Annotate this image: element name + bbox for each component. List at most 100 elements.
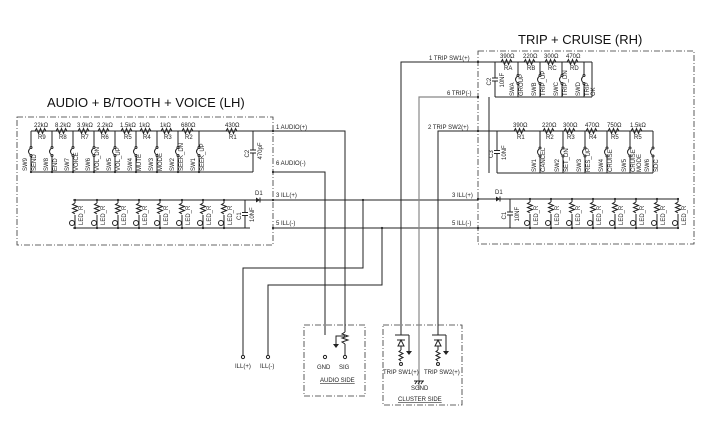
resistor: [139, 127, 152, 135]
led-icon: [630, 220, 636, 226]
junction: [29, 170, 33, 174]
resistor-value: 3.9kΩ: [77, 123, 93, 129]
c3-value: 10NF: [502, 145, 508, 160]
junction: [613, 226, 617, 230]
led-icon: [218, 220, 224, 226]
resistor: [568, 201, 576, 214]
led-icon: [651, 220, 657, 226]
led-icon: [154, 220, 160, 226]
resistor-ref: R3: [164, 135, 172, 141]
led-label: LED_R: [228, 205, 234, 225]
pin-ill-neg-right: 5 ILL(-): [452, 221, 471, 227]
resistor: [544, 58, 557, 66]
switch-name: VOL_DN: [95, 147, 101, 171]
switch-icon: [196, 148, 199, 155]
switch-contact: [176, 154, 180, 157]
cluster-side: [395, 334, 449, 385]
switch-name: SET_DN: [564, 148, 570, 172]
resistor-value: 300Ω: [563, 123, 578, 129]
resistor-ref: RC: [548, 66, 557, 72]
resistor-ref: R1: [229, 135, 237, 141]
junction: [197, 170, 201, 174]
switch-ref: SW1: [191, 157, 197, 171]
switch-name: GROUP: [519, 74, 525, 96]
switch-name: TRIP_DN: [563, 70, 569, 96]
junction: [137, 226, 141, 230]
switch-contact: [50, 146, 54, 149]
resistor-value: 8.2kΩ: [55, 123, 71, 129]
led-icon: [197, 220, 203, 226]
resistor-value: 750Ω: [607, 123, 622, 129]
resistor: [114, 202, 122, 215]
switch-name: SDC: [654, 159, 660, 172]
switch-name: MODE: [158, 153, 164, 171]
cluster-side-box: [382, 324, 463, 406]
resistor: [500, 58, 513, 66]
switch-ref: SWC: [554, 81, 560, 96]
junction: [158, 198, 162, 202]
switch-contact: [583, 154, 587, 158]
switch-ref: SW2: [555, 158, 561, 172]
ground-icon: [414, 380, 424, 385]
resistor-ref: RB: [527, 66, 535, 72]
junction: [73, 198, 77, 202]
switch-contact: [92, 154, 96, 157]
junction: [271, 129, 275, 133]
c1-right-value: 10NF: [515, 206, 521, 221]
switch-name: RES_UP: [586, 148, 592, 172]
led-icon: [672, 220, 678, 226]
junction: [476, 60, 480, 64]
d1-diode-icon: [256, 197, 260, 203]
led-label: LED_R: [682, 205, 688, 225]
junction: [380, 226, 384, 230]
switch-icon: [154, 148, 157, 155]
resistor: [220, 202, 228, 215]
c2-ref: C2: [245, 149, 251, 157]
resistor: [589, 201, 597, 214]
resistor-value: 220Ω: [542, 123, 557, 129]
switch-name: TRIP_UP: [541, 71, 547, 96]
cluster-side-label: CLUSTER SIDE: [398, 397, 442, 403]
resistor-value: 1kΩ: [160, 123, 171, 129]
switch-name: SEND: [32, 154, 38, 171]
resistor: [77, 127, 90, 135]
switch-ref: SW1: [532, 158, 538, 172]
resistor-ref: R8: [59, 135, 67, 141]
junction: [528, 226, 532, 230]
components: 22kΩR98.2kΩR83.9kΩR72.2kΩR61.5kΩR51kΩR41…: [23, 54, 688, 230]
ill-pos-terminal: [240, 354, 246, 360]
switch-contact: [582, 74, 586, 77]
resistor: [178, 202, 186, 215]
junction: [95, 226, 99, 230]
resistor: [156, 202, 164, 215]
switch-icon: [650, 148, 653, 156]
switch-icon: [537, 76, 540, 83]
junction: [113, 170, 117, 174]
led-label: LED_R: [555, 205, 561, 225]
junction: [361, 198, 365, 202]
sig-label: SIG: [339, 365, 350, 371]
led-label: LED_R: [122, 205, 128, 225]
switch-name: VOICE: [74, 152, 80, 171]
pin-ill-neg-left: 5 ILL(-): [276, 221, 295, 227]
junction: [549, 197, 553, 201]
switch-ref: SW4: [599, 158, 605, 172]
switch-ref: SW8: [44, 157, 50, 171]
switch-ref: SW6: [645, 158, 651, 172]
junction: [71, 170, 75, 174]
resistor-value: 300Ω: [544, 54, 559, 60]
ill-neg-terminal: [265, 354, 271, 360]
junction: [134, 170, 138, 174]
led-icon: [587, 220, 593, 226]
resistor: [611, 201, 619, 214]
switch-name: CRUISE: [608, 149, 614, 172]
led-label: LED_R: [619, 205, 625, 225]
junction: [155, 170, 159, 174]
led-icon: [545, 220, 551, 226]
resistor-ref: R6: [101, 135, 109, 141]
junction: [591, 197, 595, 201]
resistor: [653, 201, 661, 214]
resistor: [34, 127, 47, 135]
resistor: [225, 127, 238, 135]
junction: [528, 197, 532, 201]
